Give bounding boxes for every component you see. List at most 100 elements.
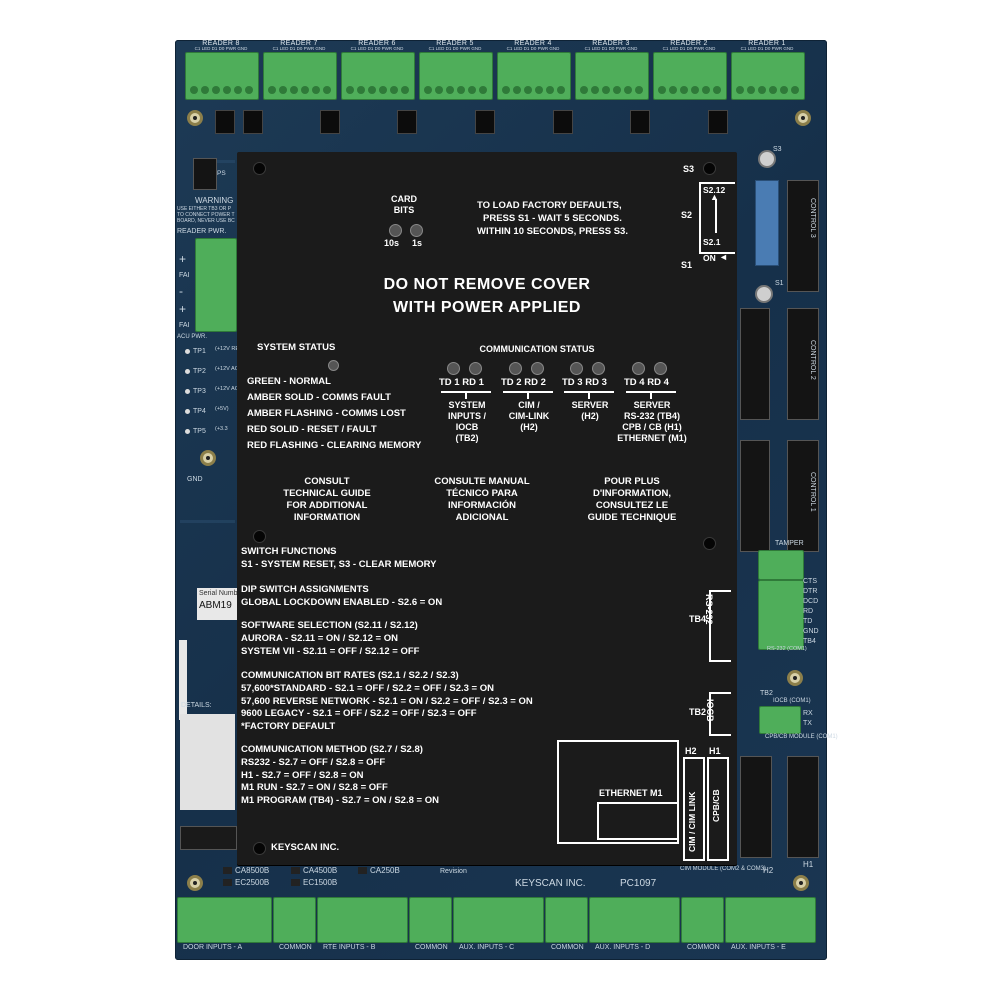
warning-line2: WITH POWER APPLIED xyxy=(393,299,581,316)
test-point: TP5 xyxy=(185,428,206,435)
power-terminal-block xyxy=(195,238,237,332)
cover-tb2-label: TB2 xyxy=(689,707,707,717)
input-terminal-block[interactable] xyxy=(273,897,316,943)
s2-1-label: S2.1 xyxy=(703,237,721,247)
section-line: 57,600*STANDARD - S2.1 = OFF / S2.2 = OF… xyxy=(241,683,494,694)
mounting-hole xyxy=(187,875,203,891)
input-terminal-block[interactable] xyxy=(177,897,272,943)
consult-english: CONSULT TECHNICAL GUIDE FOR ADDITIONAL I… xyxy=(283,476,371,523)
reader-pin-label: C1 LED D1 D0 PWR GND xyxy=(272,46,326,51)
comm-td-led xyxy=(632,362,645,375)
terminal-screw xyxy=(658,86,666,94)
reader-label: READER 5 xyxy=(436,40,474,47)
rs232-pin-label: DTR xyxy=(803,588,818,595)
cim-link-outline xyxy=(683,757,705,861)
input-terminal-label: AUX. INPUTS - C xyxy=(459,944,515,951)
terminal-screw xyxy=(702,86,710,94)
comm-bracket-stem xyxy=(465,391,467,399)
reader-pin-label: C1 LED D1 D0 PWR GND xyxy=(506,46,560,51)
test-point: TP3 xyxy=(185,388,206,395)
cim-module-label: CIM MODULE (COM2 & COM3) xyxy=(680,866,767,872)
comm-td-led xyxy=(570,362,583,375)
comm-bracket-stem xyxy=(588,391,590,399)
reader-pin-label: C1 LED D1 D0 PWR GND xyxy=(428,46,482,51)
reader-terminal-block[interactable] xyxy=(185,52,259,100)
input-terminal-block[interactable] xyxy=(589,897,680,943)
section-line: GLOBAL LOCKDOWN ENABLED - S2.6 = ON xyxy=(241,597,443,608)
cover-s3-label: S3 xyxy=(683,164,695,174)
section-title: COMMUNICATION BIT RATES (S2.1 / S2.2 / S… xyxy=(241,670,459,681)
s3-button[interactable] xyxy=(758,150,776,168)
ps-label: PS xyxy=(217,170,226,177)
terminal-screw xyxy=(736,86,744,94)
reader-pin-label: C1 LED D1 D0 PWR GND xyxy=(740,46,794,51)
terminal-screw xyxy=(201,86,209,94)
input-terminal-block[interactable] xyxy=(453,897,544,943)
tx-label: TX xyxy=(803,720,812,727)
terminal-screw xyxy=(268,86,276,94)
terminal-screw xyxy=(624,86,632,94)
plus-mark: + xyxy=(179,302,187,316)
terminal-screw xyxy=(379,86,387,94)
cover-cim-link-label: CIM / CIM LINK xyxy=(687,791,697,852)
reader-label: READER 3 xyxy=(592,40,630,47)
reader-terminal-block[interactable] xyxy=(575,52,649,100)
input-terminal-label: AUX. INPUTS - E xyxy=(731,944,786,951)
rx-label: RX xyxy=(803,710,813,717)
comm-rd-led xyxy=(469,362,482,375)
input-terminal-block[interactable] xyxy=(545,897,588,943)
input-terminal-label: DOOR INPUTS - A xyxy=(183,944,243,951)
reader-terminal-block[interactable] xyxy=(497,52,571,100)
input-terminal-block[interactable] xyxy=(725,897,816,943)
terminal-screw xyxy=(591,86,599,94)
s1-button[interactable] xyxy=(755,285,773,303)
terminal-screw xyxy=(502,86,510,94)
comm-pair-label: TD 4 RD 4 xyxy=(624,377,669,388)
relay-chip xyxy=(475,110,495,134)
reader-label: READER 2 xyxy=(670,40,708,47)
cover-brand-label: KEYSCAN INC. xyxy=(271,842,340,853)
input-terminal-block[interactable] xyxy=(409,897,452,943)
cover-rs232-label: RS-232 xyxy=(704,594,714,625)
comm-td-led xyxy=(447,362,460,375)
rs232-pin-label: GND xyxy=(803,628,819,635)
terminal-screw xyxy=(390,86,398,94)
section-line: AURORA - S2.11 = ON / S2.12 = ON xyxy=(241,633,398,644)
model-checkbox xyxy=(223,867,232,874)
card-bits-1s-switch[interactable] xyxy=(410,224,423,237)
input-terminal-block[interactable] xyxy=(681,897,724,943)
control-2-header xyxy=(787,308,819,420)
rs232-pin-label: TB4 xyxy=(803,638,816,645)
reader-terminal-block[interactable] xyxy=(731,52,805,100)
comm-description: SERVER RS-232 (TB4) CPB / CB (H1) ETHERN… xyxy=(617,400,687,443)
rs232-pin-label: TD xyxy=(803,618,813,625)
terminal-screw xyxy=(312,86,320,94)
cover-screw xyxy=(703,162,716,175)
terminal-screw xyxy=(769,86,777,94)
reader-pin-label: C1 LED D1 D0 PWR GND xyxy=(584,46,638,51)
comm-bracket-stem xyxy=(650,391,652,399)
terminal-screw xyxy=(212,86,220,94)
serial-value: ABM19 xyxy=(199,600,232,611)
relay-chip xyxy=(320,110,340,134)
terminal-screw xyxy=(513,86,521,94)
cpb-module-label: CPB/CB MODULE (COM1) xyxy=(765,734,838,740)
reader-terminal-block[interactable] xyxy=(263,52,337,100)
warning-line1: DO NOT REMOVE COVER xyxy=(383,276,591,293)
mounting-hole xyxy=(787,670,803,686)
ps-connector xyxy=(193,158,217,190)
terminal-screw xyxy=(346,86,354,94)
factory-defaults-line1: TO LOAD FACTORY DEFAULTS, xyxy=(477,200,622,211)
cover-screw xyxy=(253,162,266,175)
section-line: H1 - S2.7 = OFF / S2.8 = ON xyxy=(241,769,364,781)
comm-description: SERVER (H2) xyxy=(571,400,609,421)
card-bits-10s-switch[interactable] xyxy=(389,224,402,237)
reader-pin-label: C1 LED D1 D0 PWR GND xyxy=(350,46,404,51)
input-terminal-label: RTE INPUTS - B xyxy=(323,944,376,951)
reader-terminal-block[interactable] xyxy=(653,52,727,100)
relay-chip xyxy=(397,110,417,134)
reader-terminal-block[interactable] xyxy=(341,52,415,100)
dip-switch-bank[interactable] xyxy=(755,180,779,266)
input-terminal-block[interactable] xyxy=(317,897,408,943)
reader-terminal-block[interactable] xyxy=(419,52,493,100)
